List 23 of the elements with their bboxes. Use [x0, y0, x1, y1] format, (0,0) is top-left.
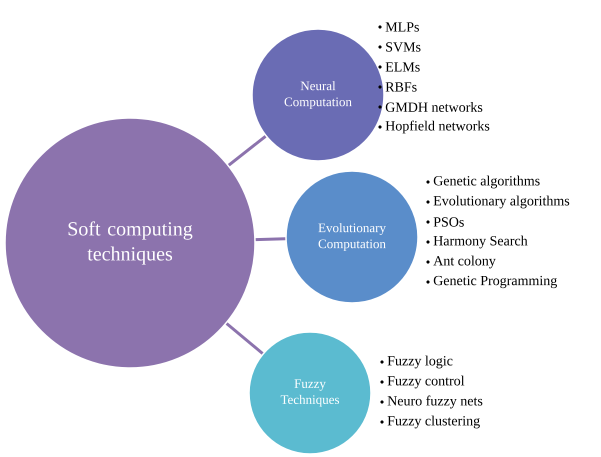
circle-node: Fuzzy Techniques — [248, 331, 372, 455]
list-item: Neuro fuzzy nets — [388, 396, 482, 408]
list-item: Fuzzy clustering — [388, 416, 480, 428]
list-item: Ant colony — [433, 256, 496, 268]
list-item: SVMs — [386, 42, 420, 52]
list-item: RBFs — [386, 82, 417, 92]
list-item: Evolutionary algorithms — [434, 196, 570, 208]
list-item: GMDH networks — [386, 102, 482, 112]
connector-line — [228, 135, 266, 166]
list-item: Genetic algorithms — [434, 176, 540, 188]
list-item: PSOs — [434, 217, 464, 227]
list-item: Genetic Programming — [434, 276, 557, 288]
list-item: Fuzzy logic — [388, 356, 452, 368]
list-item: Fuzzy control — [388, 376, 464, 388]
connector-line — [226, 322, 264, 355]
circle-node: Evolutionary Computation — [285, 170, 419, 304]
connector-line — [256, 237, 286, 242]
list-item: ELMs — [386, 62, 420, 72]
circle-node: Neural Computation — [251, 28, 385, 162]
list-item: MLPs — [386, 22, 419, 32]
list-item: Hopfield networks — [386, 120, 490, 134]
circle-node: Soft computing techniques — [4, 117, 256, 369]
list-item: Harmony Search — [434, 236, 528, 248]
